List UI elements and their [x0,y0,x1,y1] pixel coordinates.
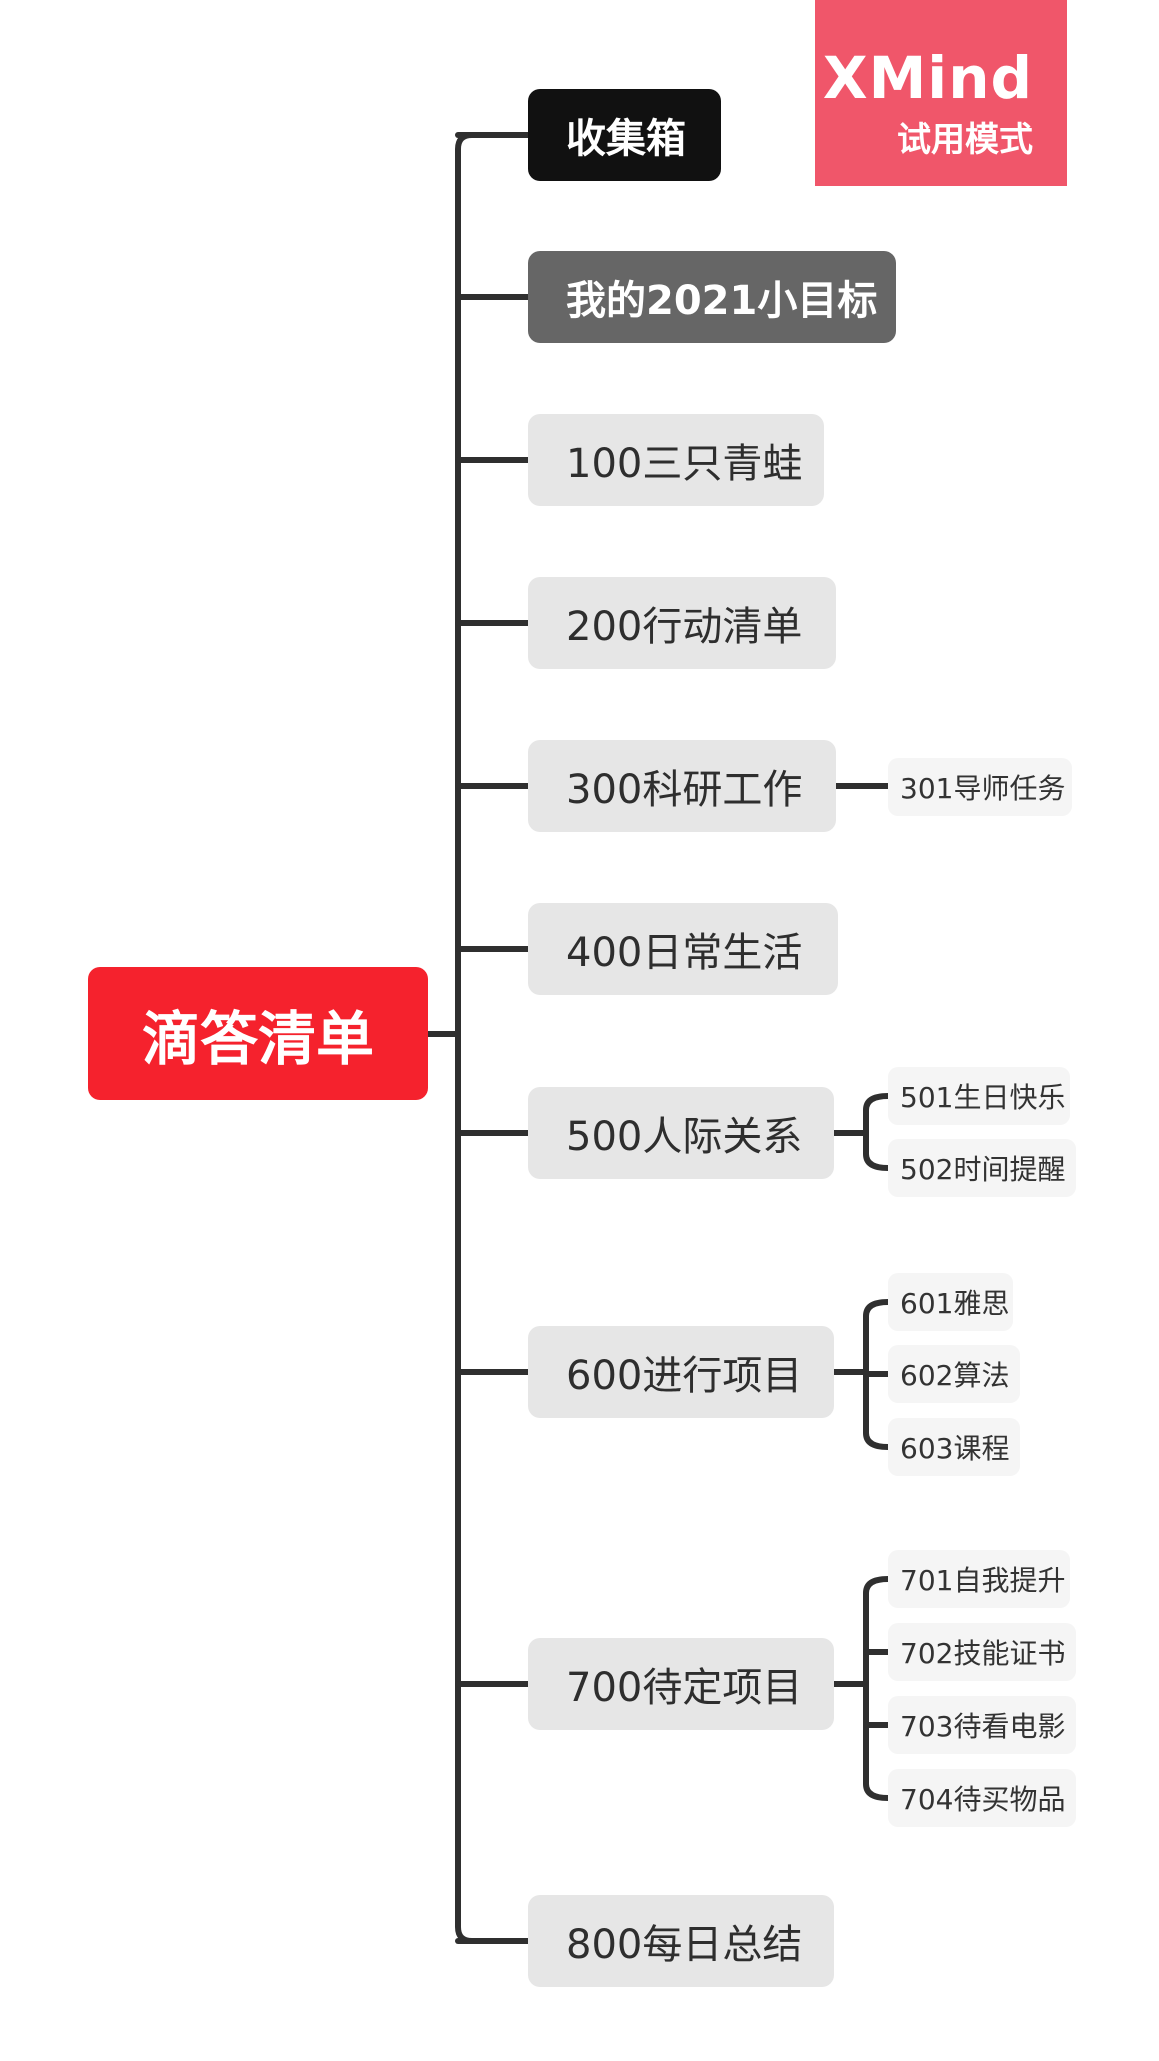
subtopic-label: 704待买物品 [900,1783,1066,1816]
subtopic-602[interactable]: 602算法 [888,1345,1020,1403]
branch-label: 400日常生活 [566,930,803,976]
branch-topic-500[interactable]: 500人际关系 [528,1087,834,1179]
branch-label: 600进行项目 [566,1353,803,1399]
subtopic-label: 702技能证书 [900,1637,1066,1670]
subtopic-label: 301导师任务 [900,772,1066,805]
sub-bracket-3 [863,1576,891,1801]
branch-label: 800每日总结 [566,1922,803,1968]
branch-topic-100[interactable]: 100三只青蛙 [528,414,824,506]
subtopic-label: 703待看电影 [900,1710,1066,1743]
subtopic-704[interactable]: 704待买物品 [888,1769,1076,1827]
branch-label: 300科研工作 [566,767,803,813]
branch-label: 100三只青蛙 [566,441,803,487]
subtopic-label: 601雅思 [900,1287,1010,1320]
branch-label: 500人际关系 [566,1114,803,1160]
branch-topic-700[interactable]: 700待定项目 [528,1638,834,1730]
subtopic-501[interactable]: 501生日快乐 [888,1067,1070,1125]
xmind-trial-badge: XMind 试用模式 [815,0,1067,186]
subtopic-502[interactable]: 502时间提醒 [888,1139,1076,1197]
subtopic-703[interactable]: 703待看电影 [888,1696,1076,1754]
root-topic-label: 滴答清单 [141,1004,374,1073]
subtopic-label: 502时间提醒 [900,1153,1066,1186]
branch-topic-200[interactable]: 200行动清单 [528,577,836,669]
badge-brand-text: XMind [822,44,1033,112]
subtopic-702[interactable]: 702技能证书 [888,1623,1076,1681]
root-topic[interactable]: 滴答清单 [88,967,428,1100]
branch-topic-800[interactable]: 800每日总结 [528,1895,834,1987]
badge-mode-text: 试用模式 [897,120,1033,160]
subtopic-601[interactable]: 601雅思 [888,1273,1013,1331]
branch-label: 我的2021小目标 [566,278,878,324]
sub-bracket-1 [863,1093,891,1171]
spine-line [455,132,475,1944]
subtopic-701[interactable]: 701自我提升 [888,1550,1070,1608]
branch-label: 700待定项目 [566,1665,803,1711]
subtopic-label: 701自我提升 [900,1564,1066,1597]
subtopic-label: 603课程 [900,1432,1010,1465]
branch-label: 收集箱 [566,116,686,162]
subtopic-label: 602算法 [900,1359,1010,1392]
subtopic-301[interactable]: 301导师任务 [888,758,1072,816]
branch-topic-400[interactable]: 400日常生活 [528,903,838,995]
branch-topic-inbox[interactable]: 收集箱 [528,89,721,181]
branch-label: 200行动清单 [566,604,803,650]
subtopic-label: 501生日快乐 [900,1081,1066,1114]
subtopic-603[interactable]: 603课程 [888,1418,1020,1476]
branch-topic-600[interactable]: 600进行项目 [528,1326,834,1418]
sub-bracket-2 [863,1299,891,1450]
branch-topic-2021-goals[interactable]: 我的2021小目标 [528,251,896,343]
branch-topic-300[interactable]: 300科研工作 [528,740,836,832]
